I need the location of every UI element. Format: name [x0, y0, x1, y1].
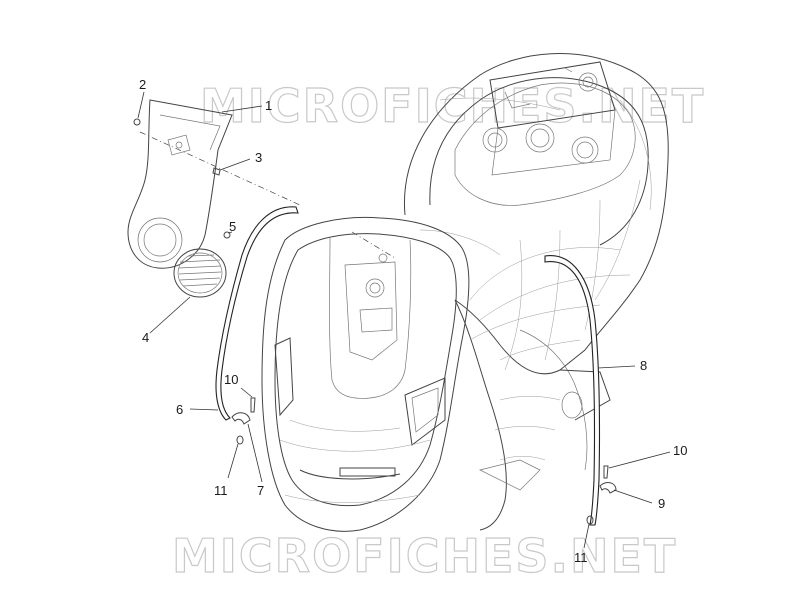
- part-5-screw: [223, 231, 231, 239]
- callout-3: 3: [255, 150, 262, 165]
- part-4-grille: [173, 248, 227, 298]
- callout-2: 2: [139, 77, 146, 92]
- callout-5: 5: [229, 219, 236, 234]
- part-7-clip-left: [231, 412, 251, 425]
- callout-10-right: 10: [673, 443, 687, 458]
- part-11-washer-left: [236, 435, 244, 445]
- part-6-trim-strip-left: [215, 206, 299, 421]
- callout-6: 6: [176, 402, 183, 417]
- part-2-screw: [133, 118, 141, 126]
- callout-8: 8: [640, 358, 647, 373]
- leader-lines: [137, 91, 671, 549]
- part-9-clip-right: [599, 482, 617, 494]
- assembly-axis-line-2: [351, 231, 396, 259]
- assembly-axis-line: [139, 131, 301, 206]
- leg-shield-rear-body: [403, 53, 669, 531]
- part-11-washer-right: [586, 515, 594, 525]
- watermark-top: MICROFICHES.NET: [200, 79, 705, 133]
- callout-1: 1: [265, 98, 272, 113]
- callout-10-left: 10: [224, 372, 238, 387]
- callout-4: 4: [142, 330, 149, 345]
- watermark-bottom: MICROFICHES.NET: [172, 529, 677, 583]
- callout-11-left: 11: [214, 483, 228, 498]
- hardware-parts: [133, 118, 617, 525]
- part-10-screw-left: [250, 397, 256, 413]
- callout-7: 7: [257, 483, 264, 498]
- part-10-screw-right: [603, 465, 609, 479]
- part-1-shield-cover: [127, 99, 233, 269]
- callout-9: 9: [658, 496, 665, 511]
- part-8-trim-strip-right: [544, 255, 601, 526]
- part-3-clip: [212, 167, 221, 176]
- callout-11-right: 11: [574, 550, 588, 565]
- front-leg-shield: [261, 216, 470, 532]
